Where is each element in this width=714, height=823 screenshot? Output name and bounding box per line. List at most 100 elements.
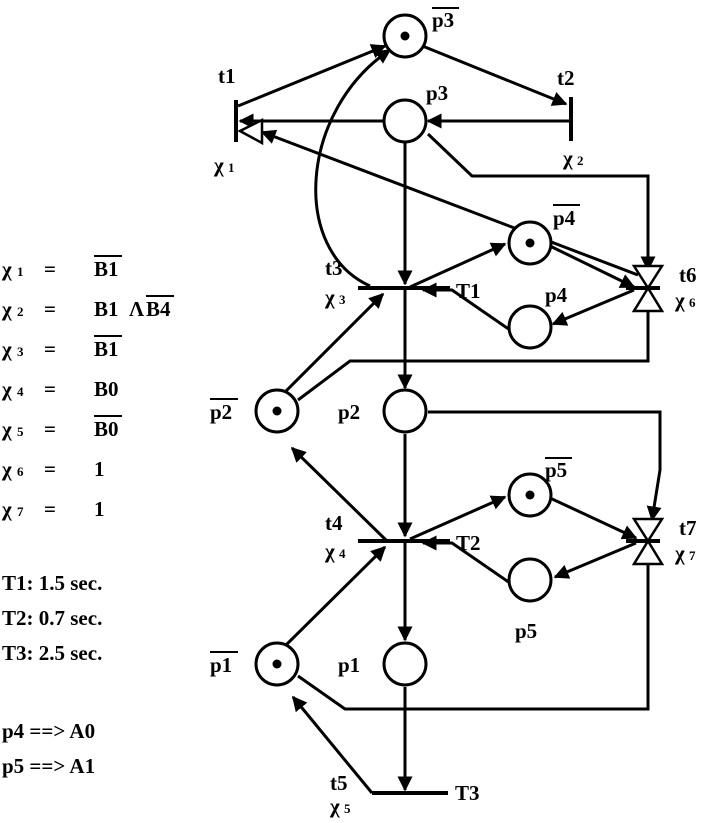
legend-equals: = (44, 457, 56, 481)
timing-T2: T2: 0.7 sec. (2, 606, 102, 630)
legend-var: B0 (94, 417, 119, 441)
place-labels: p3 p3 p4 p4 p2 p2 p5 p5 p1 p1 (210, 7, 580, 677)
legend-chi-symbol: χ (1, 377, 12, 401)
legend-and-operator: Λ (129, 297, 144, 321)
label-t5: t5 (330, 771, 348, 795)
transitions (234, 97, 665, 795)
legend-equals: = (44, 257, 56, 281)
label-p4bar: p4 (553, 206, 576, 230)
label-chi7-symbol: χ (674, 541, 685, 565)
legend-chi-sub: 5 (17, 424, 24, 439)
label-chi5-sub: 5 (344, 801, 351, 816)
legend-equals: = (44, 417, 56, 441)
legend-chi-symbol: χ (1, 457, 12, 481)
label-chi2-sub: 2 (577, 153, 584, 168)
arc-t6-to-t1 (260, 129, 639, 277)
label-t2: t2 (557, 66, 575, 90)
legend-var: B1 (94, 297, 119, 321)
arc-T2-to-p5bar (409, 495, 507, 541)
label-chi4-sub: 4 (339, 546, 346, 561)
legend-chi-sub: 3 (17, 344, 24, 359)
condition-row: χ 1 = B1 (1, 255, 122, 281)
label-t6: t6 (679, 263, 697, 287)
legend-equals: = (44, 377, 56, 401)
condition-row: χ 4 = B0 (1, 377, 119, 401)
label-T3: T3 (455, 781, 480, 805)
place-p2 (382, 388, 428, 434)
arc-p5bar-to-t7 (549, 496, 638, 540)
label-t1: t1 (218, 64, 236, 88)
token-p5bar (525, 490, 535, 500)
legend-chi-symbol: χ (1, 497, 12, 521)
condition-row: χ 5 = B0 (1, 415, 122, 441)
place-p3 (382, 98, 428, 144)
place-p1 (382, 641, 428, 687)
arc-t1-to-p3bar (237, 44, 387, 108)
arc-t7-to-p1bar (297, 558, 650, 711)
label-p5: p5 (515, 619, 537, 643)
arc-p1bar-to-t4 (283, 545, 387, 648)
legend-chi-symbol: χ (1, 257, 12, 281)
place-p5 (507, 557, 553, 603)
token-p3bar (400, 31, 410, 41)
arc-T1-to-p4bar (409, 242, 507, 289)
transition-labels: t1 χ 1 t2 χ 2 t3 χ 3 T1 t4 χ 4 T2 t5 χ 5… (213, 64, 697, 818)
t7-top-triangle-icon (631, 517, 665, 544)
condition-row: χ 3 = B1 (1, 335, 122, 361)
label-t3: t3 (325, 256, 343, 280)
arcs (237, 43, 662, 794)
label-p5bar: p5 (545, 458, 567, 482)
legend-equals: = (44, 337, 56, 361)
legend: χ 1 = B1 χ 2 = B1 Λ B4 χ 3 = B1 χ 4 = B0 (1, 255, 174, 778)
arc-t7-to-p5 (553, 541, 637, 579)
legend-chi-sub: 2 (17, 304, 24, 319)
output-p4: p4 ==> A0 (2, 719, 95, 743)
label-chi1-symbol: χ (213, 153, 224, 177)
legend-chi-sub: 1 (17, 264, 24, 279)
label-p1: p1 (338, 653, 360, 677)
label-chi3-symbol: χ (324, 285, 335, 309)
token-p4bar (525, 238, 535, 248)
condition-row: χ 6 = 1 (1, 457, 105, 481)
label-p3: p3 (426, 81, 448, 105)
label-chi1-sub: 1 (228, 160, 235, 175)
label-t4: t4 (325, 511, 343, 535)
t7-bottom-triangle-icon (631, 538, 665, 566)
legend-chi-symbol: χ (1, 337, 12, 361)
place-p4 (507, 304, 553, 350)
legend-equals: = (44, 297, 56, 321)
label-p1bar: p1 (210, 653, 232, 677)
guard-t1-icon (237, 117, 264, 146)
legend-chi-sub: 6 (17, 464, 24, 479)
label-p2bar: p2 (210, 400, 232, 424)
arc-t6-to-p4 (551, 288, 635, 326)
arc-t6-to-p2bar (297, 305, 650, 402)
legend-var2: B4 (146, 297, 171, 321)
arc-p2-to-t7 (428, 410, 662, 522)
arc-t5-to-p1bar (291, 695, 374, 794)
arc-p3-to-t6 (426, 132, 656, 272)
label-t7: t7 (679, 516, 697, 540)
label-p2: p2 (338, 400, 360, 424)
legend-var: B1 (94, 257, 119, 281)
label-chi5-symbol: χ (329, 794, 340, 818)
timing-T1: T1: 1.5 sec. (2, 571, 102, 595)
legend-chi-sub: 7 (17, 504, 24, 519)
label-chi4-symbol: χ (324, 539, 335, 563)
legend-equals: = (44, 497, 56, 521)
output-p5: p5 ==> A1 (2, 754, 95, 778)
legend-var: 1 (94, 457, 105, 481)
arc-t4-to-p2bar (290, 446, 390, 544)
label-chi6-symbol: χ (674, 288, 685, 312)
legend-chi-sub: 4 (17, 384, 24, 399)
label-p4: p4 (545, 283, 568, 307)
arc-t3-to-p3bar (314, 48, 392, 288)
t6-bottom-triangle-icon (631, 285, 665, 313)
arc-p3bar-to-t2 (419, 43, 568, 106)
label-chi2-symbol: χ (562, 146, 573, 170)
legend-var: B1 (94, 337, 119, 361)
timing-T3: T3: 2.5 sec. (2, 641, 102, 665)
label-chi6-sub: 6 (689, 295, 696, 310)
places (254, 13, 553, 687)
condition-row: χ 7 = 1 (1, 497, 105, 521)
